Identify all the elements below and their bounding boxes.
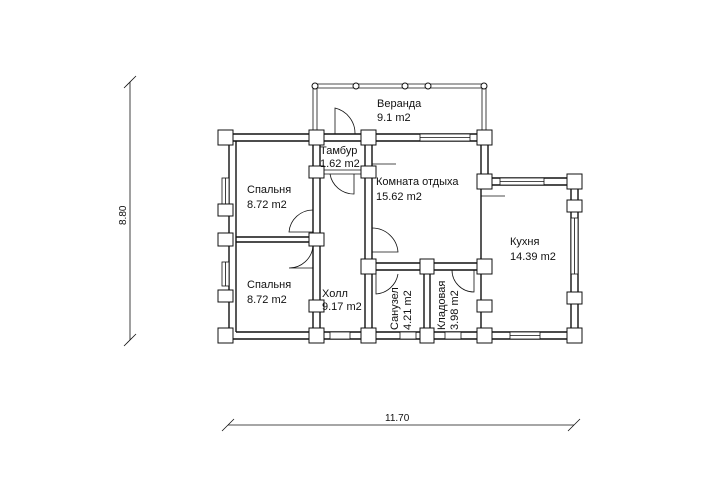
room-area: 9.17 m2 bbox=[322, 301, 362, 313]
dimension-width: 11.70 bbox=[221, 413, 581, 432]
room-name: Санузел bbox=[389, 287, 401, 330]
width-dimension-label: 11.70 bbox=[385, 413, 410, 424]
log-joints bbox=[217, 129, 583, 344]
room-name: Веранда bbox=[377, 98, 422, 110]
room-area: 3.98 m2 bbox=[449, 290, 461, 330]
windows bbox=[221, 133, 579, 340]
room-name: Спальня bbox=[247, 279, 291, 291]
room-name: Тамбур bbox=[320, 145, 357, 157]
room-name: Комната отдыха bbox=[376, 176, 459, 188]
room-area: 9.1 m2 bbox=[377, 112, 411, 124]
room-area: 8.72 m2 bbox=[247, 294, 287, 306]
room-labels: Веранда 9.1 m2 Тамбур 1.62 m2 Спальня 8.… bbox=[247, 98, 556, 330]
room-area: 1.62 m2 bbox=[320, 158, 360, 170]
room-area: 4.21 m2 bbox=[402, 290, 414, 330]
dimension-height: 8.80 bbox=[118, 75, 137, 347]
room-name: Кухня bbox=[510, 236, 539, 248]
room-name: Кладовая bbox=[436, 281, 448, 330]
room-name: Спальня bbox=[247, 184, 291, 196]
room-name: Холл bbox=[322, 288, 348, 300]
room-area: 14.39 m2 bbox=[510, 251, 556, 263]
doors bbox=[288, 107, 505, 295]
room-area: 15.62 m2 bbox=[376, 191, 422, 203]
height-dimension-label: 8.80 bbox=[118, 205, 129, 225]
room-area: 8.72 m2 bbox=[247, 199, 287, 211]
veranda-outline bbox=[311, 82, 488, 134]
